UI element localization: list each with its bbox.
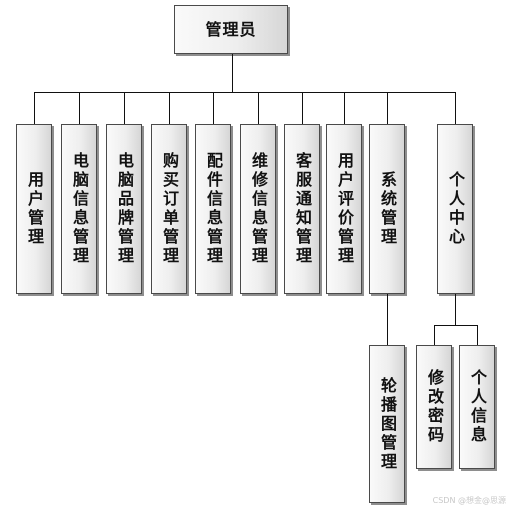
node-parts-info-mgmt: 配件信息管理 — [195, 124, 231, 294]
node-carousel-mgmt: 轮播图管理 — [369, 345, 405, 503]
node-computer-info-mgmt-label: 电脑信息管理 — [70, 152, 89, 266]
node-user-mgmt: 用户管理 — [16, 124, 52, 294]
node-purchase-order-mgmt-label: 购买订单管理 — [160, 152, 179, 266]
connector-user-review-mgmt — [344, 92, 345, 124]
watermark: CSDN @想金@思源 — [432, 496, 506, 505]
connector-purchase-order-mgmt — [169, 92, 170, 124]
connector-system-mgmt — [387, 92, 388, 124]
node-repair-info-mgmt-label: 维修信息管理 — [249, 152, 268, 266]
node-customer-notice-mgmt: 客服通知管理 — [284, 124, 320, 294]
connector-change-password — [434, 325, 435, 345]
connector-root — [232, 54, 233, 92]
connector-bus — [34, 92, 456, 93]
node-parts-info-mgmt-label: 配件信息管理 — [204, 152, 223, 266]
connector-user-mgmt — [34, 92, 35, 124]
connector-customer-notice-mgmt — [302, 92, 303, 124]
node-system-mgmt-label: 系统管理 — [378, 171, 397, 247]
connector-repair-info-mgmt — [258, 92, 259, 124]
connector-computer-info-mgmt — [79, 92, 80, 124]
node-user-review-mgmt-label: 用户评价管理 — [335, 152, 354, 266]
connector-personal-center — [455, 92, 456, 124]
connector-personal-center-down — [455, 294, 456, 325]
node-computer-info-mgmt: 电脑信息管理 — [61, 124, 97, 294]
connector-personal-info — [477, 325, 478, 345]
node-customer-notice-mgmt-label: 客服通知管理 — [293, 152, 312, 266]
connector-personal-center-bus — [434, 325, 478, 326]
connector-carousel-mgmt — [387, 294, 388, 345]
connector-parts-info-mgmt — [213, 92, 214, 124]
root-node: 管理员 — [174, 5, 288, 54]
node-computer-brand-mgmt-label: 电脑品牌管理 — [115, 152, 134, 266]
node-change-password-label: 修改密码 — [425, 369, 444, 445]
node-purchase-order-mgmt: 购买订单管理 — [151, 124, 187, 294]
node-personal-center: 个人中心 — [437, 124, 473, 294]
node-personal-center-label: 个人中心 — [446, 171, 465, 247]
node-user-mgmt-label: 用户管理 — [25, 171, 44, 247]
node-user-review-mgmt: 用户评价管理 — [326, 124, 362, 294]
node-repair-info-mgmt: 维修信息管理 — [240, 124, 276, 294]
node-carousel-mgmt-label: 轮播图管理 — [378, 376, 397, 472]
node-personal-info: 个人信息 — [459, 345, 495, 469]
connector-computer-brand-mgmt — [124, 92, 125, 124]
root-label: 管理员 — [205, 19, 257, 39]
node-computer-brand-mgmt: 电脑品牌管理 — [106, 124, 142, 294]
node-change-password: 修改密码 — [416, 345, 452, 469]
node-personal-info-label: 个人信息 — [468, 369, 487, 445]
node-system-mgmt: 系统管理 — [369, 124, 405, 294]
